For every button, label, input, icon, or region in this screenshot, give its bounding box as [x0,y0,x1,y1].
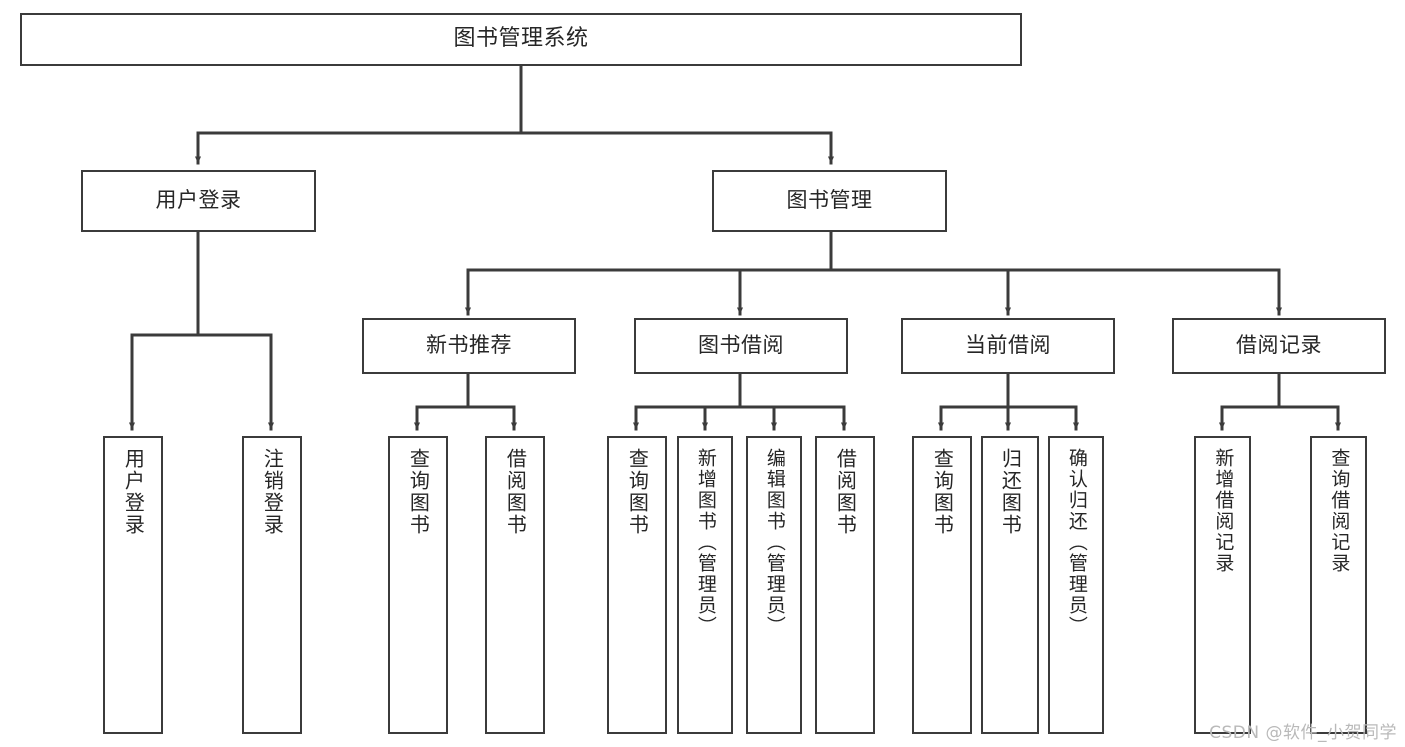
node-root-label: 图书管理系统 [453,26,589,52]
node-leaf-borrow-book-2[interactable]: 借阅图书 [815,436,875,734]
node-leaf-user-login-label: 用户登录 [121,448,146,536]
node-leaf-logout-label: 注销登录 [260,448,285,536]
node-book-manage[interactable]: 图书管理 [712,170,947,232]
node-leaf-query-book-1-label: 查询图书 [406,448,431,536]
node-leaf-confirm-return-label: 确认归还（管理员） [1065,448,1088,637]
node-leaf-edit-book-label: 编辑图书（管理员） [763,448,786,637]
node-leaf-borrow-book-1[interactable]: 借阅图书 [485,436,545,734]
node-leaf-query-book-3[interactable]: 查询图书 [912,436,972,734]
node-leaf-confirm-return[interactable]: 确认归还（管理员） [1048,436,1104,734]
node-new-book-recommend-label: 新书推荐 [426,333,512,358]
node-leaf-query-book-3-label: 查询图书 [930,448,955,536]
node-leaf-borrow-book-2-label: 借阅图书 [833,448,858,536]
node-leaf-query-record-label: 查询借阅记录 [1328,448,1351,574]
node-user-login-label: 用户登录 [155,188,242,213]
node-leaf-edit-book[interactable]: 编辑图书（管理员） [746,436,802,734]
node-leaf-user-login[interactable]: 用户登录 [103,436,163,734]
node-new-book-recommend[interactable]: 新书推荐 [362,318,576,374]
node-leaf-query-book-2-label: 查询图书 [625,448,650,536]
node-book-borrow-label: 图书借阅 [698,333,784,358]
node-leaf-query-book-1[interactable]: 查询图书 [388,436,448,734]
node-root[interactable]: 图书管理系统 [20,13,1022,66]
node-book-manage-label: 图书管理 [786,188,873,213]
node-borrow-record-label: 借阅记录 [1236,333,1322,358]
node-leaf-return-book[interactable]: 归还图书 [981,436,1039,734]
node-leaf-logout[interactable]: 注销登录 [242,436,302,734]
node-current-borrow-label: 当前借阅 [965,333,1051,358]
node-leaf-add-record-label: 新增借阅记录 [1212,448,1235,574]
node-leaf-query-book-2[interactable]: 查询图书 [607,436,667,734]
node-leaf-add-book[interactable]: 新增图书（管理员） [677,436,733,734]
node-book-borrow[interactable]: 图书借阅 [634,318,848,374]
node-borrow-record[interactable]: 借阅记录 [1172,318,1386,374]
node-current-borrow[interactable]: 当前借阅 [901,318,1115,374]
node-leaf-add-book-label: 新增图书（管理员） [694,448,717,637]
watermark: CSDN @软件_小贺同学 [1209,723,1397,743]
node-leaf-return-book-label: 归还图书 [998,448,1023,536]
node-user-login[interactable]: 用户登录 [81,170,316,232]
node-leaf-add-record[interactable]: 新增借阅记录 [1194,436,1251,734]
node-leaf-query-record[interactable]: 查询借阅记录 [1310,436,1367,734]
node-leaf-borrow-book-1-label: 借阅图书 [503,448,528,536]
